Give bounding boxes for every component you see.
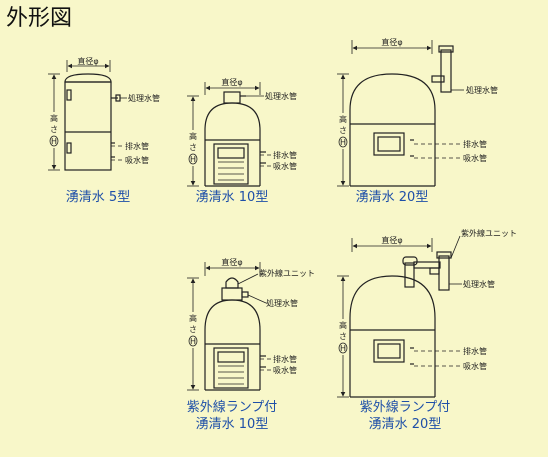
label-intake-pipe: 吸水管 <box>463 153 487 163</box>
label-intake-pipe: 吸水管 <box>125 155 149 165</box>
height-h-label: H <box>190 337 196 346</box>
label-treated-pipe: 処理水管 <box>466 85 498 95</box>
model-label-10: 湧清水 10型 <box>196 189 269 205</box>
label-treated-pipe: 処理水管 <box>266 298 298 308</box>
label-uv-unit: 紫外線ユニット <box>461 228 517 238</box>
height-label-top: 高 <box>50 113 58 123</box>
label-treated-pipe: 処理水管 <box>265 91 297 101</box>
diameter-label: 直径φ <box>221 257 242 267</box>
diameter-label: 直径φ <box>381 37 402 47</box>
height-h-label: H <box>340 344 346 353</box>
height-label-top: 高 <box>339 114 347 124</box>
height-h-label: H <box>190 155 196 164</box>
unit-model-20: 直径φ 高 さ H 処理水管 排水管 <box>337 37 498 205</box>
unit-uv-model-10: 直径φ 高 さ H 紫外線ユニット <box>187 257 315 432</box>
model-label-uv20-line2: 湧清水 20型 <box>369 416 442 432</box>
page-title: 外形図 <box>6 6 73 31</box>
label-drain-pipe: 排水管 <box>463 346 487 356</box>
height-h-label: H <box>340 138 346 147</box>
unit-model-10: 直径φ 高 さ H 処理水管 <box>187 77 297 205</box>
label-treated-pipe: 処理水管 <box>463 279 495 289</box>
model-label-uv10-line2: 湧清水 10型 <box>196 416 269 432</box>
model-label-uv20-line1: 紫外線ランプ付 <box>360 399 451 415</box>
label-treated-pipe: 処理水管 <box>128 93 160 103</box>
diameter-label: 直径φ <box>221 77 242 87</box>
height-label-top: 高 <box>339 320 347 330</box>
height-label-bottom: さ <box>50 125 58 134</box>
height-label-top: 高 <box>189 131 197 141</box>
label-drain-pipe: 排水管 <box>463 139 487 149</box>
model-label-uv10-line1: 紫外線ランプ付 <box>187 399 278 415</box>
label-uv-unit: 紫外線ユニット <box>259 268 315 278</box>
diameter-label: 直径φ <box>77 56 98 66</box>
height-label-bottom: さ <box>339 332 347 341</box>
label-intake-pipe: 吸水管 <box>273 161 297 171</box>
unit-model-5: 直径φ 高 さ H 処理水管 排水管 <box>48 56 160 205</box>
model-label-5: 湧清水 5型 <box>66 189 130 205</box>
model-label-20: 湧清水 20型 <box>356 189 429 205</box>
label-drain-pipe: 排水管 <box>273 354 297 364</box>
height-label-bottom: さ <box>189 143 197 152</box>
height-label-bottom: さ <box>189 325 197 334</box>
label-intake-pipe: 吸水管 <box>273 365 297 375</box>
height-label-bottom: さ <box>339 126 347 135</box>
diameter-label: 直径φ <box>381 235 402 245</box>
unit-uv-model-20: 直径φ 高 さ H 紫外線ユニット 処理水管 <box>337 228 517 432</box>
height-label-top: 高 <box>189 313 197 323</box>
label-drain-pipe: 排水管 <box>125 141 149 151</box>
height-h-label: H <box>51 137 57 146</box>
label-drain-pipe: 排水管 <box>273 150 297 160</box>
label-intake-pipe: 吸水管 <box>463 361 487 371</box>
